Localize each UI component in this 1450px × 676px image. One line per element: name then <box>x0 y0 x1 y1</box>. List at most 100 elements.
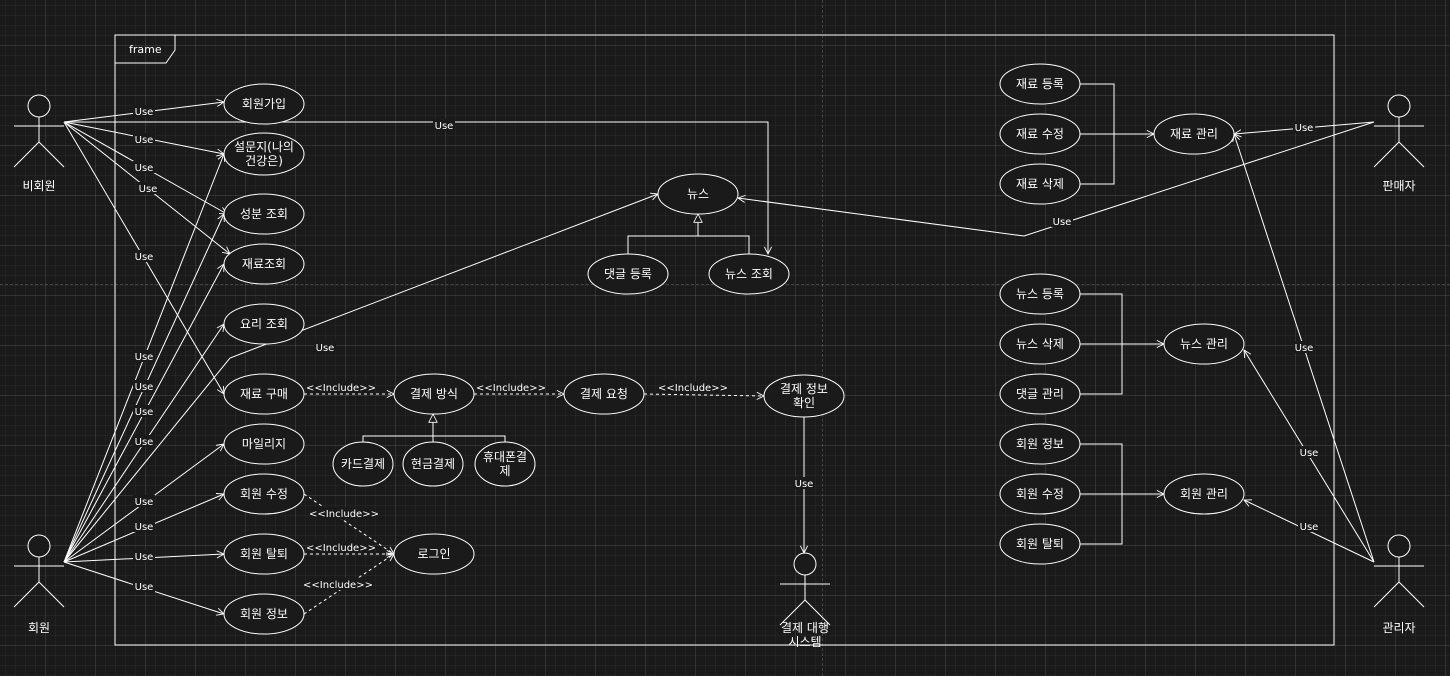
usecase-news[interactable]: 뉴스 <box>657 173 739 215</box>
usecase-ellipse <box>393 533 475 575</box>
use-edge-label: Use <box>135 163 154 174</box>
usecase-ellipse <box>1153 113 1235 155</box>
use-edge-label: Use <box>135 552 154 563</box>
usecase-ingredient-purchase[interactable]: 재료 구매 <box>223 373 305 415</box>
canvas-guide-vertical <box>822 0 823 676</box>
use-edge-label: Use <box>135 522 154 533</box>
edge-label-bg <box>133 405 155 417</box>
actor-guest[interactable]: 비회원 <box>13 94 65 193</box>
edge-label-bg <box>133 520 155 532</box>
use-edge-label: Use <box>135 407 154 418</box>
usecase-ellipse <box>1163 473 1245 515</box>
usecase-comment-register[interactable]: 댓글 등록 <box>587 253 669 295</box>
usecase-label: 회원 관리 <box>1180 487 1228 501</box>
usecase-ellipse <box>223 373 305 415</box>
use-edge-label: Use <box>1300 522 1319 533</box>
usecase-label: 현금결제 <box>411 457 455 471</box>
actor-admin[interactable]: 관리자 <box>1373 534 1425 635</box>
usecase-ellipse <box>999 423 1081 465</box>
edge-label-bg <box>307 578 369 590</box>
usecase-signup[interactable]: 회원가입 <box>223 83 305 125</box>
use-edge-label: Use <box>435 121 454 132</box>
use-edge-label: Use <box>135 135 154 146</box>
usecase-ellipse <box>223 83 305 125</box>
frame-border <box>114 34 1335 646</box>
usecase-label: 재료조회 <box>242 257 286 271</box>
usecase-ellipse <box>999 373 1081 415</box>
usecase-ingredient-delete[interactable]: 재료 삭제 <box>999 163 1081 205</box>
usecase-comment-manage[interactable]: 댓글 관리 <box>999 373 1081 415</box>
frame-tab <box>115 34 176 64</box>
usecase-ingredient-info[interactable]: 성분 조회 <box>223 193 305 235</box>
usecase-payment-method[interactable]: 결제 방식 <box>393 373 475 415</box>
edge-label-bg <box>133 105 155 117</box>
usecase-ellipse <box>223 193 305 235</box>
system-frame: frame <box>114 34 1335 646</box>
usecase-news-register[interactable]: 뉴스 등록 <box>999 273 1081 315</box>
usecase-admin-member-info[interactable]: 회원 정보 <box>999 423 1081 465</box>
include-edge-label: <<Include>> <box>476 383 546 394</box>
usecase-ellipse <box>223 243 305 285</box>
use-edge-label: Use <box>1295 123 1314 134</box>
edge-label-bg <box>1293 341 1315 353</box>
usecase-label: 확인 <box>793 396 815 410</box>
actor-seller[interactable]: 판매자 <box>1373 94 1425 193</box>
include-edge-label: <<Include>> <box>306 383 376 394</box>
edge-label-bg <box>1293 121 1315 133</box>
usecase-cash-payment[interactable]: 현금결제 <box>402 441 464 487</box>
usecase-member-edit[interactable]: 회원 수정 <box>223 473 305 515</box>
usecase-ellipse <box>999 323 1081 365</box>
usecase-member-manage[interactable]: 회원 관리 <box>1163 473 1245 515</box>
usecase-recipe-search[interactable]: 요리 조회 <box>223 303 305 345</box>
edge-label-bg <box>133 495 155 507</box>
usecase-ellipse <box>1163 323 1245 365</box>
edge-label-bg <box>133 161 155 173</box>
usecase-ingredient-manage[interactable]: 재료 관리 <box>1153 113 1235 155</box>
usecase-label: 휴대폰결 <box>483 450 527 464</box>
usecase-label: 재료 삭제 <box>1016 177 1064 191</box>
edge-label-bg <box>662 381 724 393</box>
use-edge-label: Use <box>135 252 154 263</box>
usecase-ingredient-register[interactable]: 재료 등록 <box>999 63 1081 105</box>
usecase-ingredient-modify[interactable]: 재료 수정 <box>999 113 1081 155</box>
edge-label-bg <box>314 341 336 353</box>
edge-label-bg <box>133 250 155 262</box>
usecase-ellipse <box>587 253 669 295</box>
actor-head <box>1387 534 1411 558</box>
usecase-ingredient-search[interactable]: 재료조회 <box>223 243 305 285</box>
usecase-member-info[interactable]: 회원 정보 <box>223 593 305 635</box>
actor-member[interactable]: 회원 <box>13 534 65 635</box>
usecase-ellipse <box>332 441 394 487</box>
usecase-mileage[interactable]: 마일리지 <box>223 423 305 465</box>
usecase-news-search[interactable]: 뉴스 조회 <box>708 253 790 295</box>
usecase-label: 댓글 등록 <box>604 267 652 281</box>
usecase-card-payment[interactable]: 카드결제 <box>332 441 394 487</box>
include-edge-label: <<Include>> <box>658 383 728 394</box>
actor-label: 비회원 <box>22 179 55 193</box>
usecase-label: 뉴스 등록 <box>1016 287 1064 301</box>
usecase-label: 재료 구매 <box>240 387 288 401</box>
usecase-label: 카드결제 <box>341 457 385 471</box>
usecase-label: 제 <box>499 464 510 478</box>
usecase-news-delete[interactable]: 뉴스 삭제 <box>999 323 1081 365</box>
usecase-label: 성분 조회 <box>240 207 288 221</box>
usecase-login[interactable]: 로그인 <box>393 533 475 575</box>
usecase-member-withdraw[interactable]: 회원 탈퇴 <box>223 533 305 575</box>
usecase-admin-member-withdraw[interactable]: 회원 탈퇴 <box>999 523 1081 565</box>
usecase-admin-member-edit[interactable]: 회원 수정 <box>999 473 1081 515</box>
actor-label: 시스템 <box>788 635 821 649</box>
edge-label-bg <box>310 381 372 393</box>
edge-label-bg <box>133 580 155 592</box>
usecase-payment-request[interactable]: 결제 요청 <box>563 373 645 415</box>
usecase-ellipse <box>999 63 1081 105</box>
edge-label-bg <box>1051 215 1073 227</box>
include-edge-label: <<Include>> <box>306 543 376 554</box>
usecase-news-manage[interactable]: 뉴스 관리 <box>1163 323 1245 365</box>
use-edge-label: Use <box>139 184 158 195</box>
use-edge-label: Use <box>316 343 335 354</box>
edge-label-bg <box>433 119 455 131</box>
